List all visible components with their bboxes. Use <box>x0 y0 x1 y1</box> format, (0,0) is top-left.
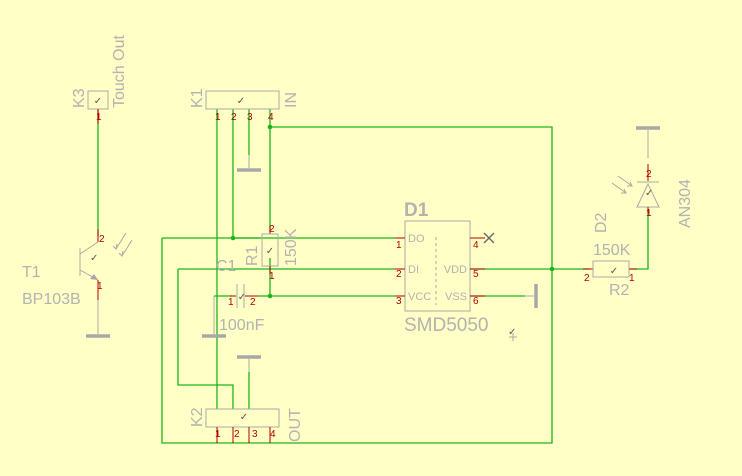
pin-number: 1 <box>228 297 234 308</box>
check-icon: ✓ <box>94 96 102 107</box>
pin-name-vcc: VCC <box>408 291 431 303</box>
pin-number: 2 <box>99 234 105 245</box>
ground-icon <box>237 355 261 372</box>
pin-number: 1 <box>269 271 275 282</box>
pin-number: 3 <box>247 112 253 123</box>
pin-name-di: DI <box>408 264 419 276</box>
c1-value: 100nF <box>219 317 265 334</box>
wire-r1-c1-vcc <box>258 258 395 297</box>
pin-number: 4 <box>268 112 274 123</box>
k3-ref: K3 <box>71 88 88 108</box>
check-icon: ✓ <box>645 188 653 199</box>
ground-icon <box>525 284 538 308</box>
ground-icon <box>86 300 110 338</box>
c1-ref: C1 <box>216 258 237 275</box>
wire-k1-pin2-to-r1 <box>232 109 260 239</box>
connector-k1[interactable]: ✓ K1 IN 1 2 3 4 <box>189 88 300 123</box>
x-mark-icon <box>483 232 495 244</box>
connector-k3[interactable]: ✓ K3 Touch Out 1 <box>71 35 128 124</box>
resistor-r1[interactable]: ✓ 2 1 R1 150K <box>244 224 300 282</box>
check-icon: ✓ <box>237 96 245 107</box>
pin-number: 2 <box>231 112 237 123</box>
pin-number: 1 <box>215 112 221 123</box>
t1-value: BP103B <box>22 291 81 308</box>
ground-symbols <box>86 126 660 372</box>
pin-number: 4 <box>270 429 276 440</box>
pin-number: 2 <box>646 169 652 180</box>
led-chip-d1-body <box>404 220 471 312</box>
r2-value: 150K <box>593 242 631 259</box>
origin-cross-icon <box>509 333 517 341</box>
photodiode-d2[interactable]: ✓ 2 1 D2 AN304 <box>593 164 694 233</box>
check-icon: ✓ <box>610 266 618 277</box>
wire-vdd-net <box>270 126 589 444</box>
r2-ref: R2 <box>609 282 630 299</box>
pin-number: 2 <box>269 224 275 235</box>
check-icon: ✓ <box>240 412 248 423</box>
d2-ref: D2 <box>593 212 610 233</box>
pin-name-vdd: VDD <box>444 264 467 276</box>
ground-icon <box>202 296 226 338</box>
ground-icon <box>237 155 261 172</box>
connector-k2[interactable]: ✓ K2 OUT 1 2 3 4 <box>189 407 304 443</box>
led-chip-d1[interactable]: DO DI VCC VDD VSS 1 2 3 4 5 6 D1 SMD5050… <box>395 200 517 341</box>
pin-number: 1 <box>396 240 402 251</box>
t1-ref: T1 <box>22 264 41 281</box>
pin-name-vss: VSS <box>445 291 467 303</box>
light-arrows-icon <box>112 232 133 258</box>
k1-ref: K1 <box>189 88 206 108</box>
pin-number: 1 <box>97 281 103 292</box>
emitter-arrow-icon <box>90 274 98 280</box>
capacitor-c1[interactable]: ✓ 1 2 C1 100nF <box>216 258 265 334</box>
wire-r2-d2 <box>631 211 649 270</box>
pin-number: 1 <box>215 429 221 440</box>
ground-icon <box>636 126 660 158</box>
pin-number: 1 <box>646 208 652 219</box>
connector-k2-body <box>205 408 280 428</box>
pin-number: 1 <box>629 273 635 284</box>
r1-value: 150K <box>283 228 300 266</box>
check-icon: ✓ <box>90 253 98 264</box>
pin-number: 3 <box>252 429 258 440</box>
check-icon: ✓ <box>508 327 516 338</box>
pin-number: 6 <box>473 296 479 307</box>
k2-ref: K2 <box>189 407 206 427</box>
pin-number: 4 <box>473 240 479 251</box>
phototransistor-t1[interactable]: ✓ 2 1 T1 BP103B <box>22 229 133 308</box>
d1-ref: D1 <box>404 200 429 221</box>
pin-number: 5 <box>473 269 479 280</box>
r1-ref: R1 <box>244 245 261 266</box>
connector-k1-body <box>205 90 280 110</box>
pin-number: 1 <box>96 112 102 123</box>
junction <box>267 293 273 299</box>
wire-di-net <box>177 268 395 409</box>
pin-number: 2 <box>396 269 402 280</box>
d2-value: AN304 <box>677 179 694 228</box>
resistor-r2[interactable]: ✓ 2 1 150K R2 <box>583 242 637 299</box>
wires <box>97 109 649 444</box>
check-icon: ✓ <box>266 246 274 257</box>
k1-value: IN <box>283 92 300 108</box>
k2-value: OUT <box>287 408 304 442</box>
pin-number: 2 <box>584 273 590 284</box>
pin-name-do: DO <box>408 233 425 245</box>
junction <box>267 124 273 130</box>
junction <box>549 266 555 272</box>
pin-number: 3 <box>396 296 402 307</box>
check-icon: ✓ <box>238 292 246 303</box>
pin-number: 2 <box>250 297 256 308</box>
d1-value: SMD5050 <box>404 315 489 336</box>
junction <box>230 235 236 241</box>
light-arrows-icon <box>611 175 633 194</box>
pin-number: 2 <box>234 429 240 440</box>
k3-value: Touch Out <box>111 35 128 108</box>
